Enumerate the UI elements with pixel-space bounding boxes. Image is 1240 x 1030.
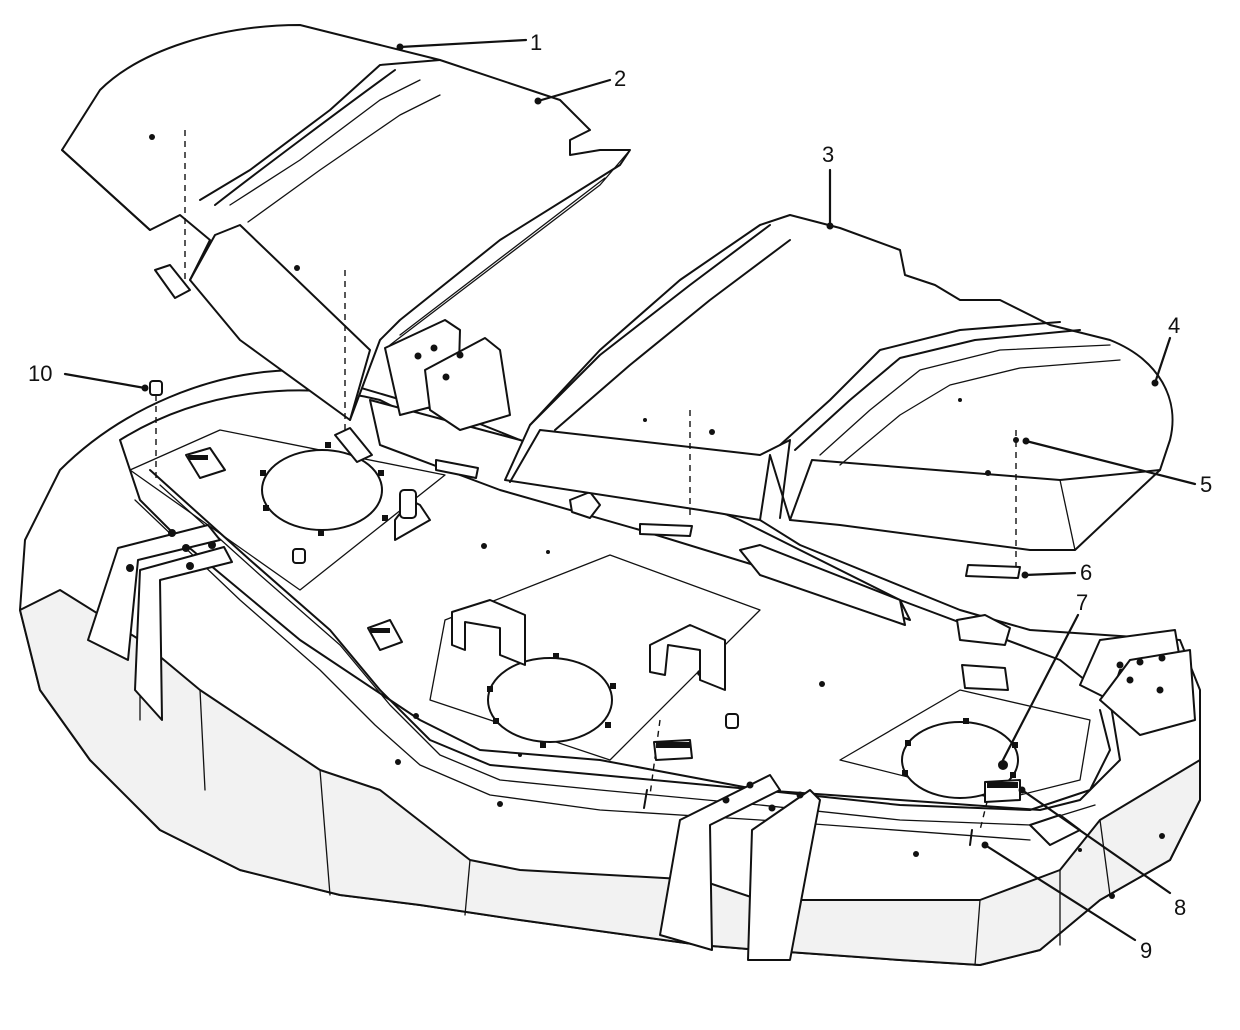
rear-center-mount-brackets <box>384 319 511 431</box>
spindle-opening-right <box>901 721 1019 799</box>
clip-plate-right <box>965 564 1021 579</box>
clip-plate-left <box>154 264 191 299</box>
callouts: 1 2 3 4 5 6 7 8 9 10 <box>28 30 1212 963</box>
cover-holes <box>149 134 991 476</box>
clip-plates <box>154 264 1021 579</box>
callout-3: 3 <box>822 142 834 167</box>
callout-6: 6 <box>1080 560 1092 585</box>
callout-2: 2 <box>614 66 626 91</box>
callout-8: 8 <box>1174 895 1186 920</box>
spindle-openings <box>260 442 1019 799</box>
right-side-mount-brackets <box>1079 629 1196 736</box>
left-deck-cover <box>61 24 631 421</box>
spindle-opening-center <box>487 657 613 743</box>
clip-plate-center <box>639 523 693 537</box>
callout-10: 10 <box>28 361 52 386</box>
fasteners <box>149 380 1021 846</box>
right-deck-cover <box>504 214 1174 551</box>
clip-plate-center-left <box>334 427 373 463</box>
bushing-10 <box>149 380 163 396</box>
callout-9: 9 <box>1140 938 1152 963</box>
deck-hardware <box>394 459 1081 846</box>
callout-1: 1 <box>530 30 542 55</box>
front-mount-brackets <box>659 774 821 961</box>
callout-4: 4 <box>1168 313 1180 338</box>
callout-7: 7 <box>1076 590 1088 615</box>
explosion-lines <box>155 130 1017 831</box>
spacer-block-center <box>367 619 403 651</box>
spindle-opening-left <box>261 449 383 531</box>
rear-left-mount-brackets <box>87 524 233 721</box>
callout-5: 5 <box>1200 472 1212 497</box>
